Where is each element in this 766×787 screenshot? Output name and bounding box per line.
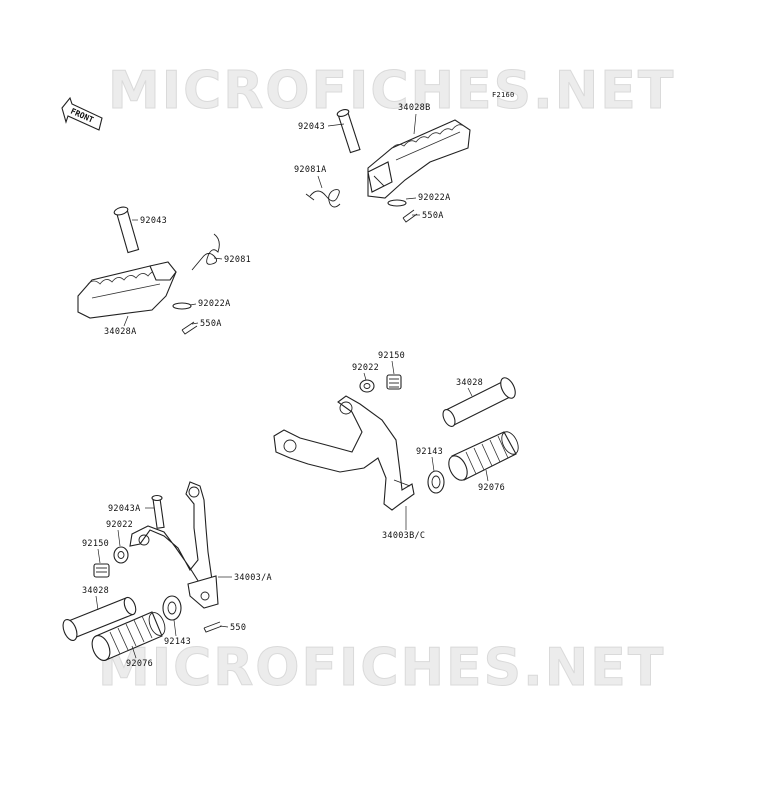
label-92022A-top: 92022A	[418, 193, 451, 203]
label-92150-left: 92150	[82, 539, 109, 549]
label-92081: 92081	[224, 255, 251, 265]
footpeg-34028A	[77, 261, 177, 319]
label-92143-right: 92143	[416, 447, 443, 457]
label-92022-left: 92022	[106, 520, 133, 530]
washer-92143-left	[162, 595, 182, 621]
label-92143-left: 92143	[164, 637, 191, 647]
washer-92022-left	[113, 546, 129, 564]
label-92081A: 92081A	[294, 165, 327, 175]
label-34028A: 34028A	[104, 327, 137, 337]
spring-92081	[191, 233, 220, 271]
watermark-top: MICROFICHES.NET	[108, 61, 675, 121]
cotter-550A-left	[181, 321, 198, 335]
grip-92076-left	[91, 611, 166, 661]
bolt-92150-left	[93, 563, 110, 578]
bracket-34003A	[129, 481, 219, 609]
label-550A-left: 550A	[200, 319, 222, 329]
grip-92076-right	[448, 431, 519, 481]
label-92022-right: 92022	[352, 363, 379, 373]
label-92076-left: 92076	[126, 659, 153, 669]
washer-92143-right	[427, 470, 445, 494]
label-34028-left: 34028	[82, 586, 109, 596]
label-34028B: 34028B	[398, 103, 431, 113]
label-92022A-left: 92022A	[198, 299, 231, 309]
cotter-550A-top	[402, 209, 418, 223]
pin-92043A	[151, 494, 165, 529]
label-34003BC: 34003B/C	[382, 531, 425, 541]
pin-92043-top	[336, 109, 361, 154]
label-92150-right: 92150	[378, 351, 405, 361]
cotter-550	[203, 621, 223, 633]
shaft-34028-left	[62, 596, 137, 641]
washer-92022-right	[359, 379, 375, 393]
bolt-92150-right	[386, 374, 402, 390]
label-92076-right: 92076	[478, 483, 505, 493]
label-550: 550	[230, 623, 246, 633]
label-550A-top: 550A	[422, 211, 444, 221]
label-92043-left: 92043	[140, 216, 167, 226]
label-92043-top: 92043	[298, 122, 325, 132]
washer-92022A-top	[387, 199, 407, 207]
label-34028-right: 34028	[456, 378, 483, 388]
pin-92043-left	[113, 206, 140, 254]
figure-code: F2160	[492, 91, 515, 99]
front-arrow-icon: FRONT	[61, 96, 103, 131]
footpeg-34028B	[367, 119, 471, 199]
spring-92081A	[305, 189, 341, 208]
shaft-34028-right	[442, 377, 516, 427]
watermark-bottom: MICROFICHES.NET	[98, 638, 665, 698]
label-34003A: 34003/A	[234, 573, 272, 583]
bracket-34003BC	[273, 395, 415, 511]
washer-92022A-left	[172, 302, 192, 310]
label-92043A: 92043A	[108, 504, 141, 514]
